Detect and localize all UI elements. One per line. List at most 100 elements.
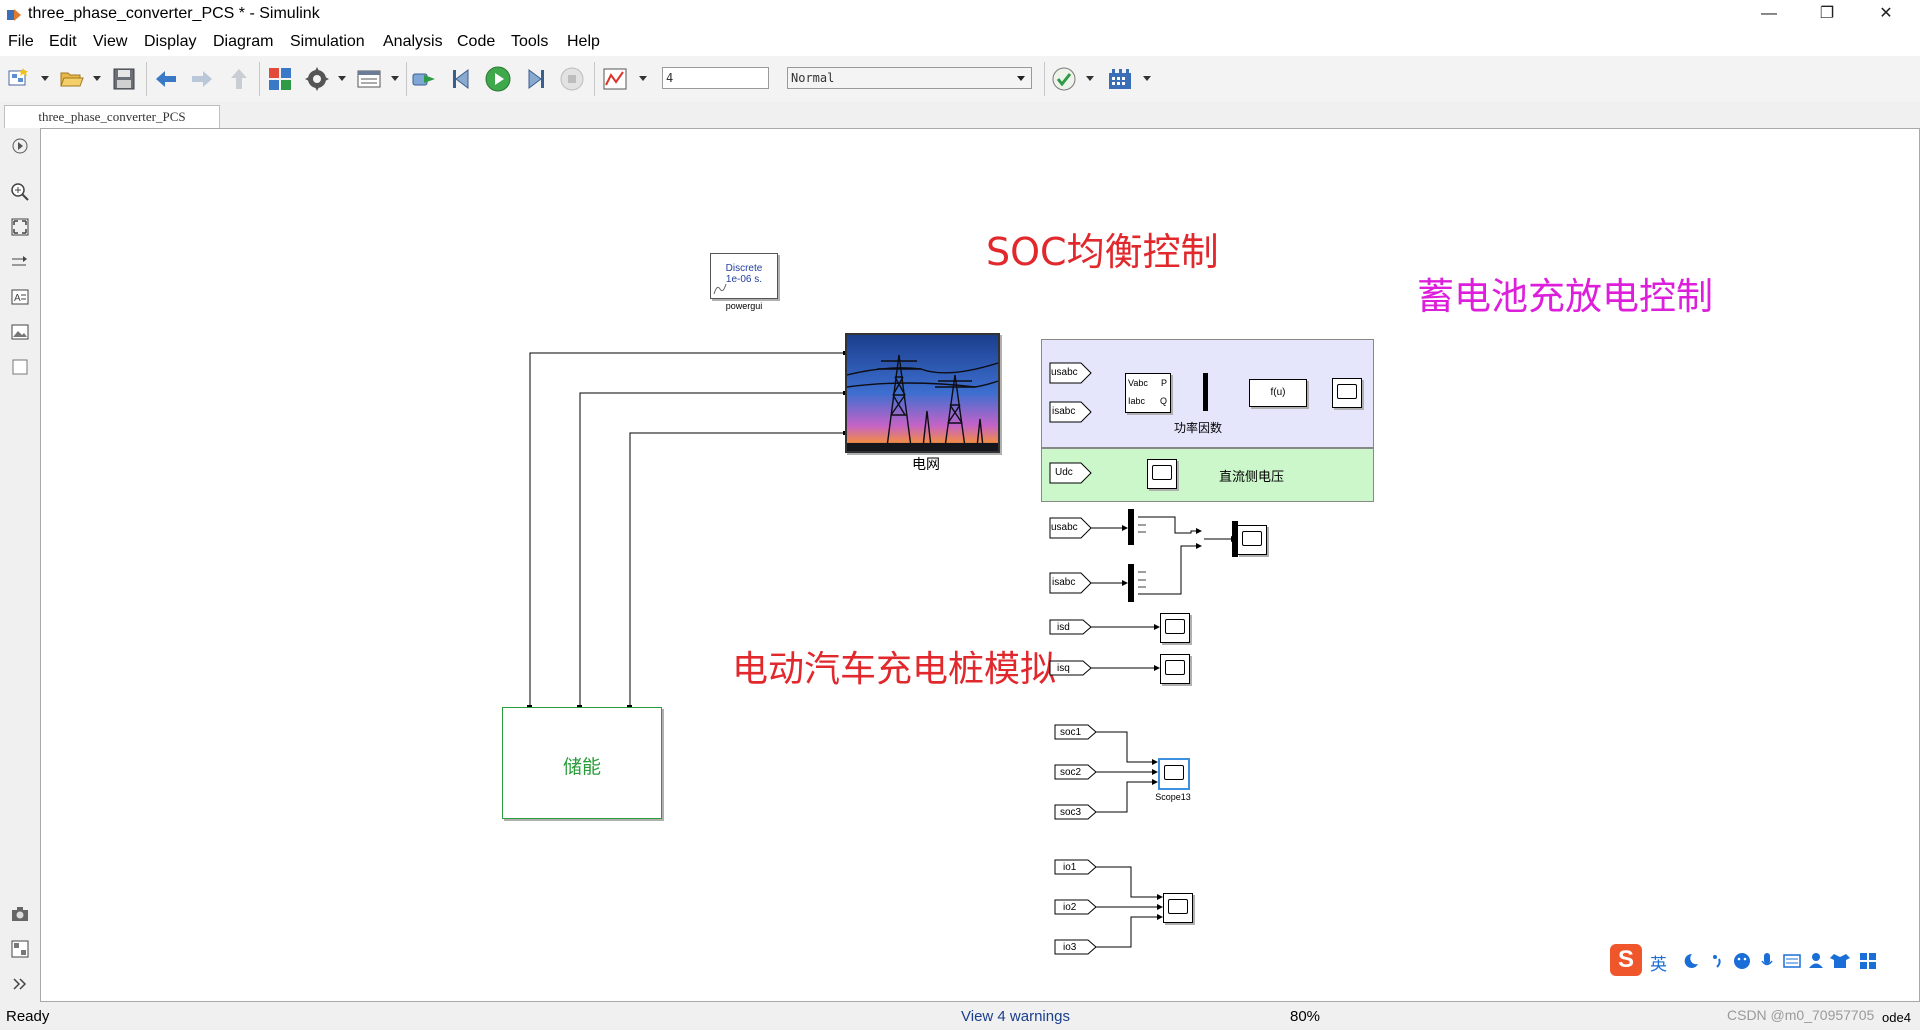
from-tags xyxy=(1049,362,1238,955)
chevron-down-icon[interactable] xyxy=(40,73,50,83)
close-button[interactable]: ✕ xyxy=(1879,5,1893,22)
csdn-watermark: CSDN @m0_70957705 xyxy=(1727,1007,1875,1023)
build-icon[interactable] xyxy=(1106,65,1134,93)
camera-icon[interactable] xyxy=(10,904,30,924)
grid-block[interactable] xyxy=(845,333,1000,453)
menu-simulation[interactable]: Simulation xyxy=(290,33,365,50)
scope-icon xyxy=(1152,465,1172,480)
menu-view[interactable]: View xyxy=(93,33,128,50)
restore-button[interactable]: ❐ xyxy=(1819,5,1835,22)
tag-isd: isd xyxy=(1057,622,1070,633)
step-forward-icon[interactable] xyxy=(521,65,549,93)
model-explorer-icon[interactable] xyxy=(355,65,383,93)
pq-measurement-block[interactable]: Vabc Iabc P Q xyxy=(1125,373,1171,413)
menu-diagram[interactable]: Diagram xyxy=(213,33,274,50)
warnings-link[interactable]: View 4 warnings xyxy=(961,1008,1070,1025)
forward-icon[interactable] xyxy=(188,65,216,93)
zoom-in-icon[interactable] xyxy=(10,182,30,202)
tag-isabc: isabc xyxy=(1052,406,1076,417)
ime-language-toggle[interactable]: 英 xyxy=(1650,955,1667,975)
simulation-mode-select[interactable]: Normal xyxy=(787,67,1032,89)
menu-code[interactable]: Code xyxy=(457,33,496,50)
chevron-down-icon[interactable] xyxy=(1142,73,1152,83)
scope-isd[interactable] xyxy=(1160,613,1190,643)
arrow-right-icon[interactable] xyxy=(10,252,30,272)
scope-icon xyxy=(1337,384,1357,399)
model-settings-icon[interactable] xyxy=(303,65,331,93)
chevron-down-icon[interactable] xyxy=(638,73,648,83)
menu-tools[interactable]: Tools xyxy=(511,33,549,50)
dc-voltage-label: 直流侧电压 xyxy=(1219,470,1285,485)
toolbar-separator xyxy=(146,62,147,96)
tag-io2: io2 xyxy=(1063,902,1077,913)
model-browser-icon[interactable] xyxy=(10,939,30,959)
storage-subsystem-block[interactable]: 储能 xyxy=(502,707,662,819)
tag-soc3: soc3 xyxy=(1060,807,1082,818)
run-icon[interactable] xyxy=(484,65,512,93)
toolbar-separator xyxy=(1044,62,1045,96)
powergui-step: 1e-06 s. xyxy=(725,274,763,285)
scope-icon xyxy=(1164,765,1184,780)
open-icon[interactable] xyxy=(58,65,86,93)
menu-edit[interactable]: Edit xyxy=(49,33,77,50)
battery-control-annotation[interactable]: 蓄电池充放电控制 xyxy=(1417,275,1713,318)
menu-file[interactable]: File xyxy=(8,33,34,50)
fcn-block[interactable]: f(u) xyxy=(1249,379,1307,407)
image-icon[interactable] xyxy=(10,322,30,342)
step-back-icon[interactable] xyxy=(410,65,438,93)
left-palette: A xyxy=(0,128,40,1000)
scope13[interactable] xyxy=(1158,758,1190,790)
scope-icon xyxy=(1168,899,1188,914)
new-model-icon[interactable] xyxy=(6,65,34,93)
back-icon[interactable] xyxy=(152,65,180,93)
soc-balance-annotation[interactable]: SOC均衡控制 xyxy=(986,230,1219,274)
scope-io[interactable] xyxy=(1163,893,1193,923)
toolbar-separator xyxy=(594,62,595,96)
tag-isq: isq xyxy=(1057,663,1070,674)
data-inspector-icon[interactable] xyxy=(601,65,629,93)
menu-help[interactable]: Help xyxy=(567,33,600,50)
save-icon[interactable] xyxy=(110,65,138,93)
scope-waveforms[interactable] xyxy=(1237,525,1267,555)
toolbar-separator xyxy=(406,62,407,96)
stop-icon[interactable] xyxy=(558,65,586,93)
powergui-block[interactable]: Discrete 1e-06 s. xyxy=(710,253,778,299)
menu-display[interactable]: Display xyxy=(144,33,197,50)
chevron-down-icon[interactable] xyxy=(390,73,400,83)
tab-three-phase-converter[interactable]: three_phase_converter_PCS xyxy=(4,105,220,129)
scope-isq[interactable] xyxy=(1160,654,1190,684)
model-canvas[interactable]: SOC均衡控制 蓄电池充放电控制 电动汽车充电桩模拟 xyxy=(40,128,1920,1002)
scope-power-factor[interactable] xyxy=(1332,378,1362,408)
chevron-down-icon[interactable] xyxy=(337,73,347,83)
tag-isabc-2: isabc xyxy=(1052,577,1076,588)
chevron-down-icon[interactable] xyxy=(1085,73,1095,83)
up-icon[interactable] xyxy=(225,65,253,93)
stop-time-input[interactable]: 4 xyxy=(662,67,769,89)
dc-voltage-area[interactable] xyxy=(1041,448,1374,502)
scope-dc-voltage[interactable] xyxy=(1147,459,1177,489)
fit-to-view-icon[interactable] xyxy=(10,217,30,237)
simulation-mode-value: Normal xyxy=(791,71,835,85)
minimize-button[interactable]: — xyxy=(1761,5,1777,22)
menu-analysis[interactable]: Analysis xyxy=(383,33,443,50)
chevron-down-icon xyxy=(1017,76,1025,81)
hide-browser-icon[interactable] xyxy=(10,136,30,156)
model-advisor-icon[interactable] xyxy=(1050,65,1078,93)
sine-wave-icon xyxy=(713,283,727,295)
fcn-expression: f(u) xyxy=(1270,387,1286,398)
expand-icon[interactable] xyxy=(10,974,30,994)
status-bar: Ready View 4 warnings 80% CSDN @m0_70957… xyxy=(0,1002,1920,1030)
pq-output-p: P xyxy=(1160,378,1167,388)
pq-output-q: Q xyxy=(1159,396,1167,406)
model-tab-strip: three_phase_converter_PCS xyxy=(0,102,1920,129)
area-icon[interactable] xyxy=(10,357,30,377)
annotation-icon[interactable]: A xyxy=(10,287,30,307)
tag-io3: io3 xyxy=(1063,942,1077,953)
storage-label: 储能 xyxy=(562,756,601,778)
library-browser-icon[interactable] xyxy=(266,65,294,93)
tag-io1: io1 xyxy=(1063,862,1077,873)
ev-charger-annotation[interactable]: 电动汽车充电桩模拟 xyxy=(732,649,1057,690)
step-back-icon[interactable] xyxy=(448,65,476,93)
chevron-down-icon[interactable] xyxy=(92,73,102,83)
ime-tool-icons[interactable] xyxy=(1682,951,1920,971)
